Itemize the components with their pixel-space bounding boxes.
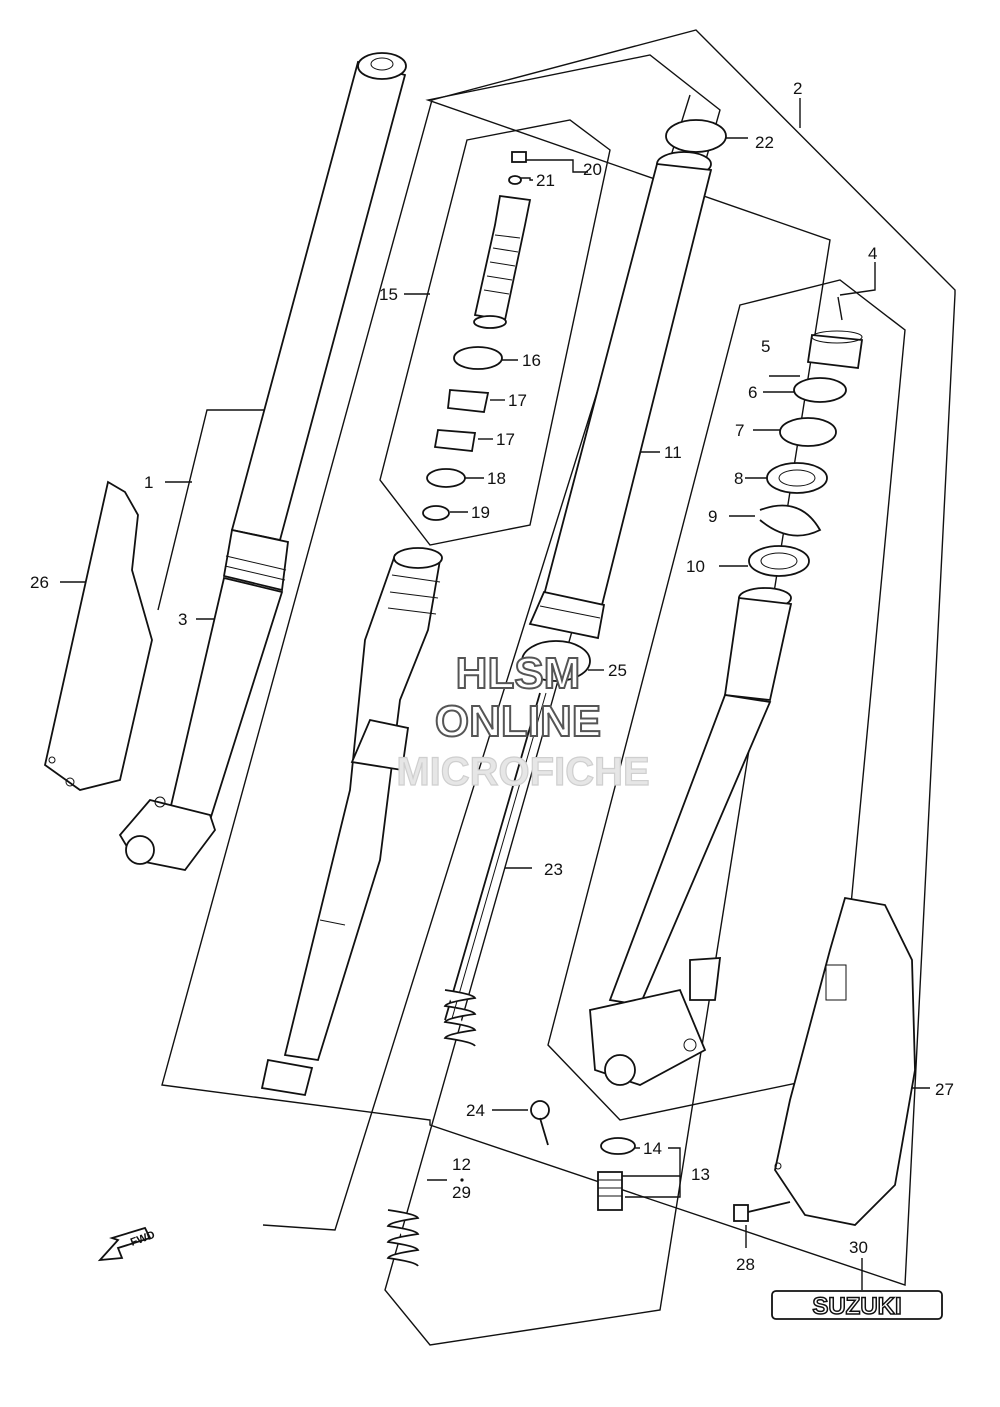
callout-17b: 17: [496, 430, 515, 449]
callout-20: 20: [583, 160, 602, 179]
springs: [386, 989, 477, 1267]
callout-23: 23: [544, 860, 563, 879]
damper-cartridge: [260, 547, 443, 1097]
frame-line-3: [262, 94, 691, 1231]
callout-27: 27: [935, 1080, 954, 1099]
suzuki-decal: SUZUKI: [771, 1290, 943, 1321]
rod-23: [444, 692, 547, 1023]
callout-19: 19: [471, 503, 490, 522]
inner-tube-11: [528, 151, 713, 640]
callout-12-29-dot: [460, 1178, 464, 1182]
callout-4: 4: [868, 244, 877, 263]
fork-guard-right: [774, 896, 916, 1226]
fork-leg-left: [118, 52, 407, 871]
callout-13: 13: [691, 1165, 710, 1184]
callout-28: 28: [736, 1255, 755, 1274]
cartridge-internals: [473, 151, 532, 329]
callout-22: 22: [755, 133, 774, 152]
brand-decal-text: SUZUKI: [812, 1293, 901, 1320]
callout-2: 2: [793, 79, 802, 98]
outer-tube-4: [589, 587, 793, 1086]
callout-9: 9: [708, 507, 717, 526]
callout-24: 24: [466, 1101, 485, 1120]
callout-3: 3: [178, 610, 187, 629]
callout-30: 30: [849, 1238, 868, 1257]
frame-assembly-2: [161, 29, 956, 1286]
watermark: HLSM ONLINE MICROFICHE: [396, 648, 651, 795]
callout-14: 14: [643, 1139, 662, 1158]
callout-25: 25: [608, 661, 627, 680]
fork-guard-left: [43, 480, 153, 791]
callout-18: 18: [487, 469, 506, 488]
callout-11: 11: [664, 443, 682, 462]
bolts: [530, 1100, 791, 1222]
callout-6: 6: [748, 383, 757, 402]
fwd-arrow: FWD: [97, 1226, 157, 1262]
callout-21: 21: [536, 171, 555, 190]
watermark-line2: ONLINE: [435, 697, 601, 746]
callout-1: 1: [144, 473, 153, 492]
watermark-line1: HLSM: [456, 649, 581, 698]
watermark-line3: MICROFICHE: [396, 750, 649, 794]
rings: [422, 119, 727, 682]
callout-7: 7: [735, 421, 744, 440]
callout-16: 16: [522, 351, 541, 370]
callout-15: 15: [379, 285, 398, 304]
callout-labels: 1 2 3 4 5 6 7 8 9 10 11 12 13 14 15 16 1…: [30, 79, 954, 1274]
callout-12: 12: [452, 1155, 471, 1174]
callout-8: 8: [734, 469, 743, 488]
callout-26: 26: [30, 573, 49, 592]
frame-cartridge-15: [379, 119, 611, 546]
leader-lines: [60, 98, 930, 1290]
callout-5: 5: [761, 337, 770, 356]
callout-29: 29: [452, 1183, 471, 1202]
callout-10: 10: [686, 557, 705, 576]
callout-17a: 17: [508, 391, 527, 410]
outer-tube-seals: [748, 330, 864, 577]
